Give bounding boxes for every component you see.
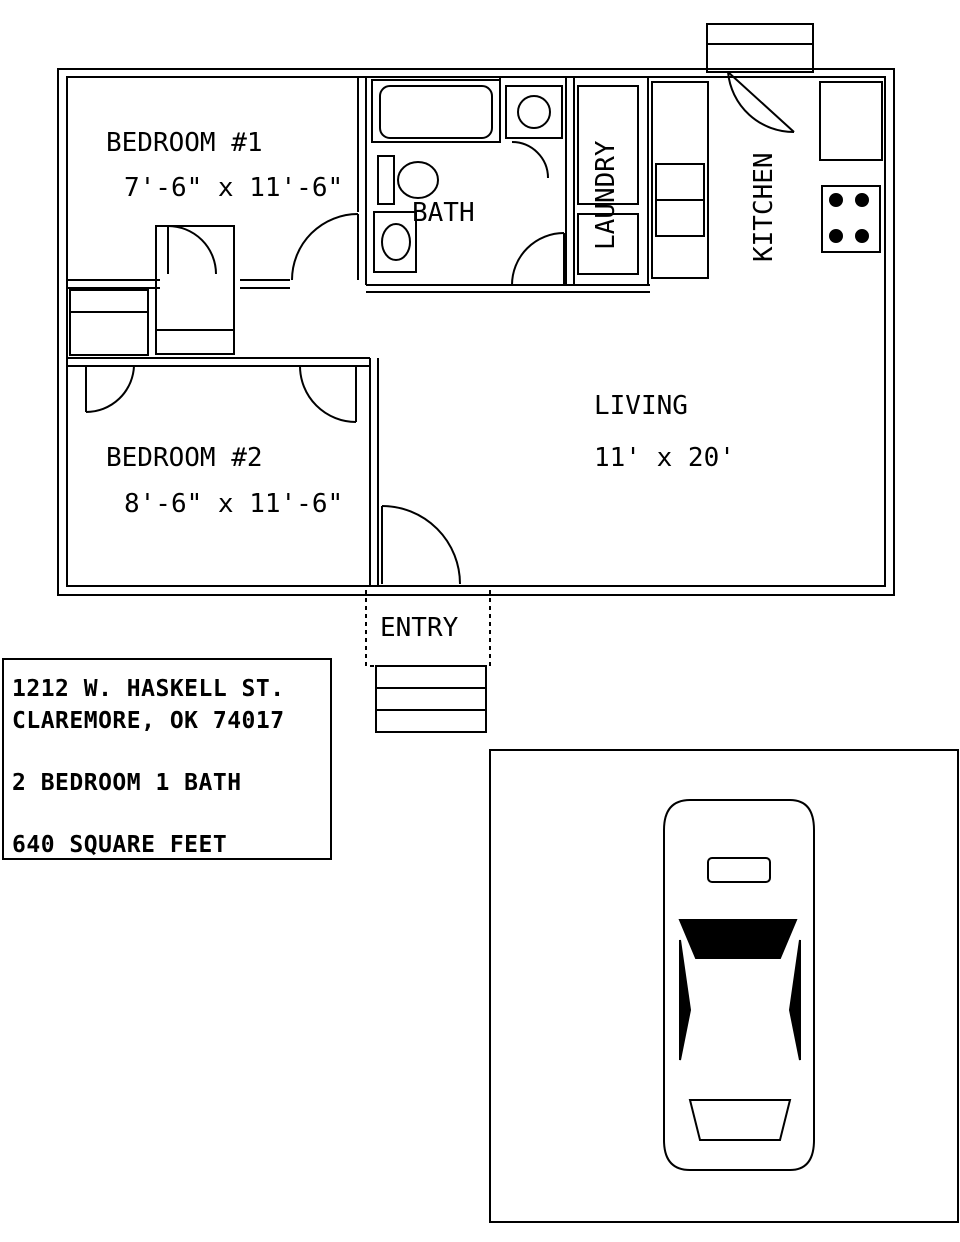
- exterior-walls: [57, 68, 895, 596]
- bedroom1-label: BEDROOM #1: [106, 128, 263, 158]
- sink-icon: [373, 211, 417, 273]
- bath-label: BATH: [412, 198, 475, 228]
- laundry-label: LAUNDRY: [591, 140, 621, 250]
- bedroom2-size: 8'-6" x 11'-6": [124, 489, 343, 519]
- kitchen-counter: [651, 81, 883, 279]
- labels: BEDROOM #1 7'-6" x 11'-6" BEDROOM #2 8'-…: [106, 128, 779, 643]
- entry-label: ENTRY: [380, 613, 459, 643]
- dryer-icon: [577, 213, 639, 275]
- washer-icon: [577, 85, 639, 205]
- bedroom1-size: 7'-6" x 11'-6": [124, 173, 343, 203]
- bathtub-icon: [379, 85, 493, 139]
- entry-steps: [365, 585, 491, 733]
- living-label: LIVING: [594, 391, 688, 421]
- garage-pad: [489, 749, 959, 1223]
- shower-icon: [505, 85, 563, 139]
- stove-icon: [821, 185, 881, 253]
- bed-bath-count: 2 BEDROOM 1 BATH: [12, 770, 242, 796]
- bedroom2-label: BEDROOM #2: [106, 443, 263, 473]
- square-footage: 640 SQUARE FEET: [12, 832, 228, 858]
- doors: [85, 71, 795, 585]
- interior-walls: [67, 77, 650, 586]
- car-icon: [663, 799, 815, 1171]
- vent-hood: [706, 23, 814, 73]
- toilet-icon: [377, 155, 439, 205]
- address-line2: CLAREMORE, OK 74017: [12, 708, 285, 734]
- kitchen-label: KITCHEN: [749, 152, 779, 262]
- address-line1: 1212 W. HASKELL ST.: [12, 676, 285, 702]
- living-size: 11' x 20': [594, 443, 735, 473]
- property-info-box: 1212 W. HASKELL ST. CLAREMORE, OK 74017 …: [2, 658, 332, 860]
